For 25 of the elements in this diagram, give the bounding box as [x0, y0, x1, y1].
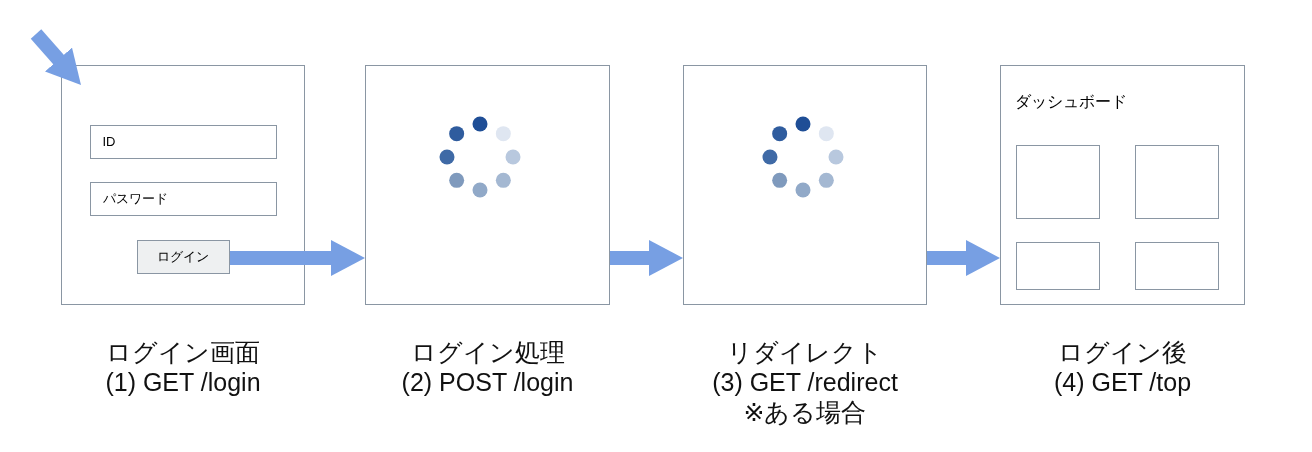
widget-panel: [1134, 241, 1219, 290]
caption-text: ログイン画面: [106, 337, 260, 367]
login-button: ログイン: [136, 239, 230, 274]
caption-text: ※ある場合: [743, 397, 867, 427]
caption-text: (4) GET /top: [1053, 367, 1192, 397]
arrow: [230, 240, 365, 276]
input-field: パスワード: [89, 181, 277, 216]
screen-frame: [61, 65, 305, 305]
screen-frame: [683, 65, 927, 305]
screen-heading: ダッシュボード: [1015, 92, 1127, 112]
caption-text: リダイレクト: [727, 337, 883, 367]
arrow: [30, 29, 81, 85]
caption-text: (2) POST /login: [401, 367, 574, 397]
caption-text: (1) GET /login: [105, 367, 261, 397]
screen-frame: [1000, 65, 1245, 305]
widget-panel: [1134, 144, 1219, 219]
caption-text: ログイン後: [1058, 337, 1187, 367]
arrow: [610, 240, 683, 276]
caption-text: (3) GET /redirect: [712, 367, 898, 397]
input-field: ID: [89, 124, 277, 159]
widget-panel: [1015, 241, 1100, 290]
screen-frame: [365, 65, 610, 305]
widget-panel: [1015, 144, 1100, 219]
arrow: [927, 240, 1000, 276]
caption-text: ログイン処理: [410, 337, 565, 367]
